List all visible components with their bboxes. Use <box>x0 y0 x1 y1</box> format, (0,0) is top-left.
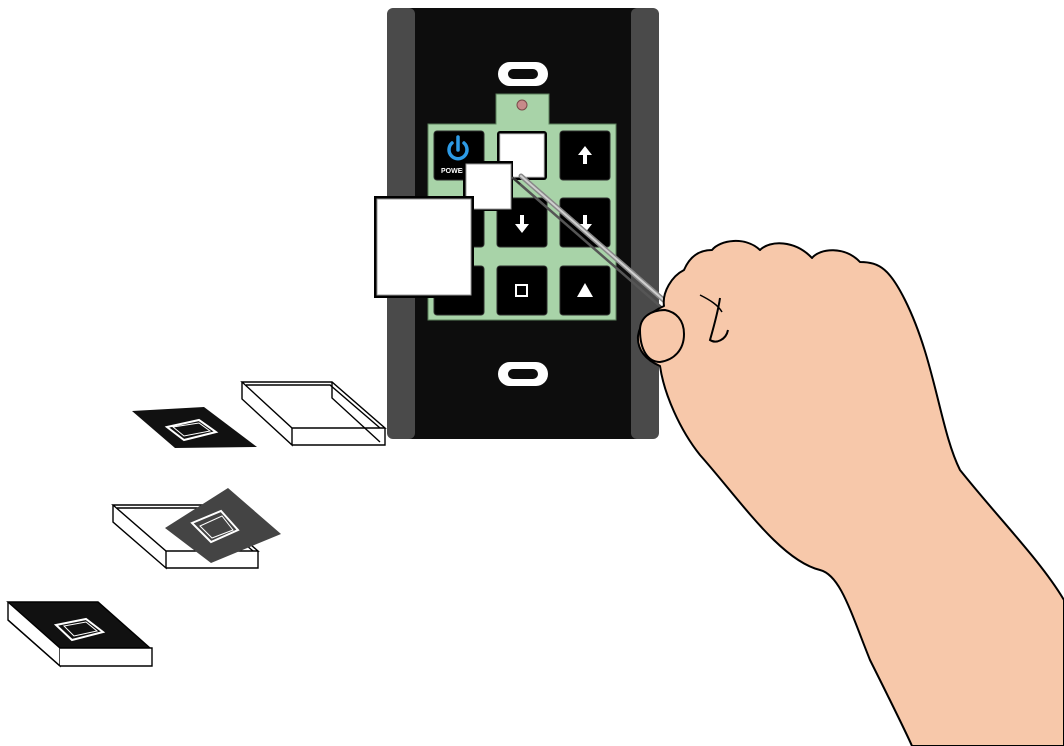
up-button[interactable] <box>560 131 610 180</box>
large-button-insert-callout <box>374 196 474 298</box>
step-1-clear-cap <box>242 382 385 445</box>
play-button[interactable] <box>560 266 610 315</box>
right-side-rail <box>631 8 659 439</box>
stop-button[interactable] <box>497 266 547 315</box>
step-3-assembled-cap <box>8 602 152 666</box>
step-2-button-insert <box>165 488 281 563</box>
status-led <box>517 100 527 110</box>
step-1-button-insert <box>132 407 257 448</box>
hand <box>638 241 1064 746</box>
